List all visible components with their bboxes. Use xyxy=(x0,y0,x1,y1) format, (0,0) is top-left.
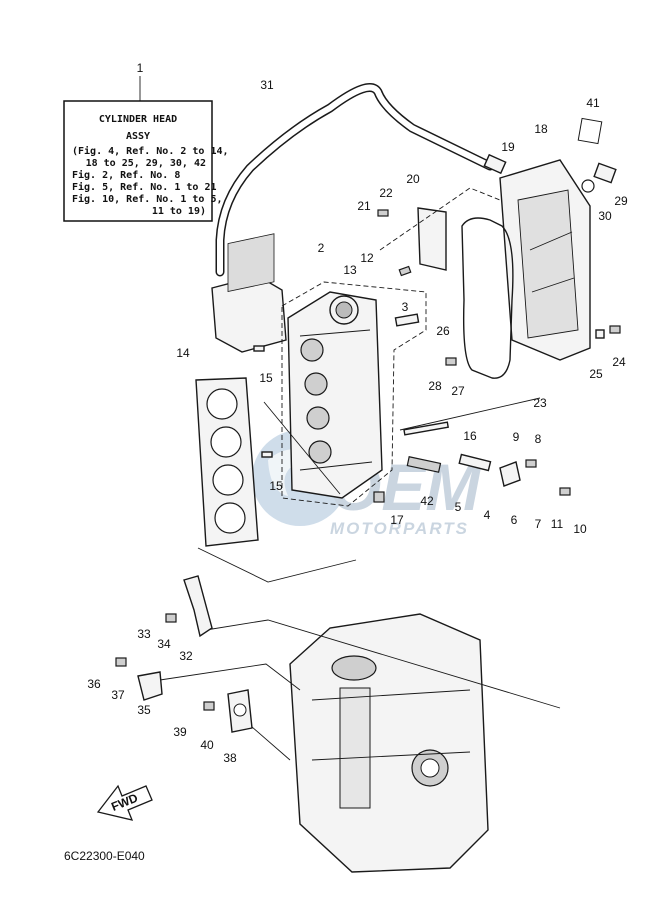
callout-number: 42 xyxy=(420,494,434,508)
callout-number: 11 xyxy=(551,517,564,531)
callout-number: 22 xyxy=(379,186,393,200)
info-box-line: Fig. 5, Ref. No. 1 to 21 xyxy=(72,181,217,193)
callout-number: 6 xyxy=(511,513,518,527)
callout-number: 12 xyxy=(360,251,374,265)
callout-number: 8 xyxy=(535,432,542,446)
callout-number: 15 xyxy=(269,479,283,493)
callout-number: 24 xyxy=(612,355,626,369)
head-cover xyxy=(499,159,591,361)
callout-number: 31 xyxy=(260,78,274,92)
info-box-line: 18 to 25, 29, 30, 42 xyxy=(86,158,206,169)
bolts xyxy=(115,117,621,711)
callout-number: 25 xyxy=(589,367,603,381)
cylinder-block xyxy=(289,613,489,873)
callout-number: 7 xyxy=(535,517,542,531)
callout-number: 38 xyxy=(223,751,237,765)
fwd-arrow-icon: FWD xyxy=(96,784,153,821)
cylinder-head xyxy=(287,291,383,499)
callout-number: 20 xyxy=(406,172,420,186)
callout-number: 41 xyxy=(586,96,600,110)
plate xyxy=(417,207,447,271)
callout-number: 14 xyxy=(176,346,190,360)
diagram-code: 6C22300-E040 xyxy=(64,849,145,863)
callout-number: 10 xyxy=(573,522,587,536)
callout-number: 26 xyxy=(436,324,450,338)
callout-number: 5 xyxy=(455,500,462,514)
breather-box xyxy=(211,233,287,353)
info-box-line: 11 to 19) xyxy=(152,206,206,217)
pin-4 xyxy=(458,453,492,472)
callout-number: 15 xyxy=(259,371,273,385)
callout-number: 27 xyxy=(451,384,465,398)
callout-number: 2 xyxy=(318,241,325,255)
info-box-title: CYLINDER HEAD xyxy=(99,114,177,125)
callout-number: 16 xyxy=(463,429,477,443)
bracket-35 xyxy=(137,671,163,701)
info-box-line: Fig. 10, Ref. No. 1 to 5, xyxy=(72,193,223,205)
callout-number: 34 xyxy=(157,637,171,651)
callout-number: 23 xyxy=(533,396,547,410)
cover-gasket xyxy=(461,217,514,379)
callout-number: 18 xyxy=(534,122,548,136)
plate-6 xyxy=(499,461,521,487)
callout-number: 29 xyxy=(614,194,628,208)
bracket-32 xyxy=(183,575,213,638)
callout-number: 36 xyxy=(87,677,101,691)
callout-number: 9 xyxy=(513,430,520,444)
callout-number: 3 xyxy=(402,300,409,314)
cover-38 xyxy=(227,689,253,733)
sensor-42 xyxy=(406,456,442,473)
callout-number: 13 xyxy=(343,263,357,277)
callout-number: 4 xyxy=(484,508,491,522)
info-box-line: Fig. 2, Ref. No. 8 xyxy=(72,169,180,181)
callout-number: 33 xyxy=(137,627,151,641)
callout-number: 28 xyxy=(428,379,442,393)
breather-hose xyxy=(215,83,507,277)
info-box-subtitle: ASSY xyxy=(126,131,150,142)
watermark-sub: MOTORPARTS xyxy=(330,519,469,538)
callout-number: 1 xyxy=(137,61,144,75)
callout-number: 39 xyxy=(173,725,187,739)
callout-number: 37 xyxy=(111,688,125,702)
callout-number: 19 xyxy=(501,140,515,154)
callout-number: 32 xyxy=(179,649,193,663)
callout-number: 21 xyxy=(357,199,371,213)
callout-number: 17 xyxy=(390,513,404,527)
head-gasket xyxy=(195,377,259,547)
callout-number: 40 xyxy=(200,738,214,752)
info-box: CYLINDER HEAD ASSY (Fig. 4, Ref. No. 2 t… xyxy=(63,76,229,222)
callout-number: 35 xyxy=(137,703,151,717)
info-box-line: (Fig. 4, Ref. No. 2 to 14, xyxy=(72,145,229,157)
callout-number: 30 xyxy=(598,209,612,223)
